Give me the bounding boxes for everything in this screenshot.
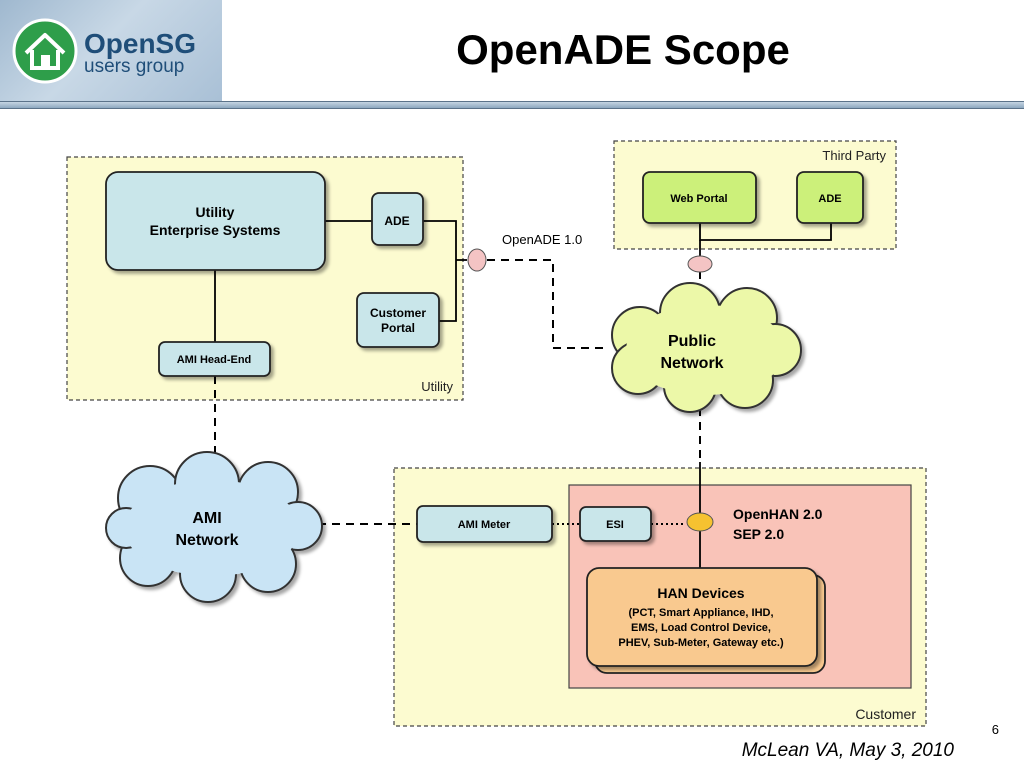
footer-text: McLean VA, May 3, 2010 (741, 740, 954, 761)
ami-headend-label: AMI Head-End (177, 354, 252, 366)
opensg-logo: OpenSG users group (0, 0, 222, 101)
esi-label: ESI (606, 519, 624, 531)
han-devices-line3: PHEV, Sub-Meter, Gateway etc.) (618, 637, 784, 649)
ade-utility-label: ADE (384, 214, 409, 228)
house-icon (12, 18, 78, 84)
ami-headend-node: AMI Head-End (158, 341, 271, 377)
ade-utility-node: ADE (371, 192, 424, 246)
openade-interface-connector (467, 248, 487, 272)
utility-enterprise-systems-node: Utility Enterprise Systems (105, 171, 326, 271)
header-rule (0, 101, 1024, 109)
han-devices-node: HAN Devices (PCT, Smart Appliance, IHD, … (586, 567, 826, 674)
web-portal-node: Web Portal (642, 171, 757, 224)
ami-meter-label: AMI Meter (458, 519, 511, 531)
ade-third-party-node: ADE (796, 171, 864, 224)
public-network-line2: Network (660, 355, 723, 372)
customer-label: Customer (855, 706, 916, 722)
logo-line2: users group (84, 56, 185, 77)
openhan-interface-connector (686, 512, 714, 532)
public-network-line1: Public (668, 333, 716, 350)
sep-label: SEP 2.0 (733, 526, 784, 542)
customer-portal-line2: Portal (381, 321, 415, 335)
ade-third-party-label: ADE (818, 193, 841, 205)
openhan-label: OpenHAN 2.0 (733, 506, 823, 522)
utility-enterprise-line1: Utility (196, 204, 235, 220)
utility-label: Utility (421, 379, 453, 394)
ami-meter-node: AMI Meter (416, 505, 553, 543)
utility-enterprise-line2: Enterprise Systems (150, 222, 281, 238)
esi-node: ESI (579, 506, 652, 542)
ami-network-cloud: AMI Network (105, 451, 323, 603)
logo-line1: OpenSG (84, 28, 197, 59)
han-devices-title: HAN Devices (657, 585, 744, 601)
customer-portal-line1: Customer (370, 306, 426, 320)
ami-network-line2: Network (175, 532, 238, 549)
ami-network-line1: AMI (192, 510, 221, 527)
han-devices-line1: (PCT, Smart Appliance, IHD, (628, 607, 773, 619)
page-number: 6 (991, 722, 999, 737)
web-portal-label: Web Portal (670, 193, 727, 205)
han-devices-line2: EMS, Load Control Device, (631, 622, 771, 634)
customer-portal-node: Customer Portal (356, 292, 440, 348)
slide-title: OpenADE Scope (456, 26, 790, 73)
third-party-interface-connector (687, 255, 713, 273)
openade-label: OpenADE 1.0 (502, 232, 582, 247)
public-network-cloud: Public Network (611, 282, 802, 413)
third-party-label: Third Party (822, 148, 886, 163)
